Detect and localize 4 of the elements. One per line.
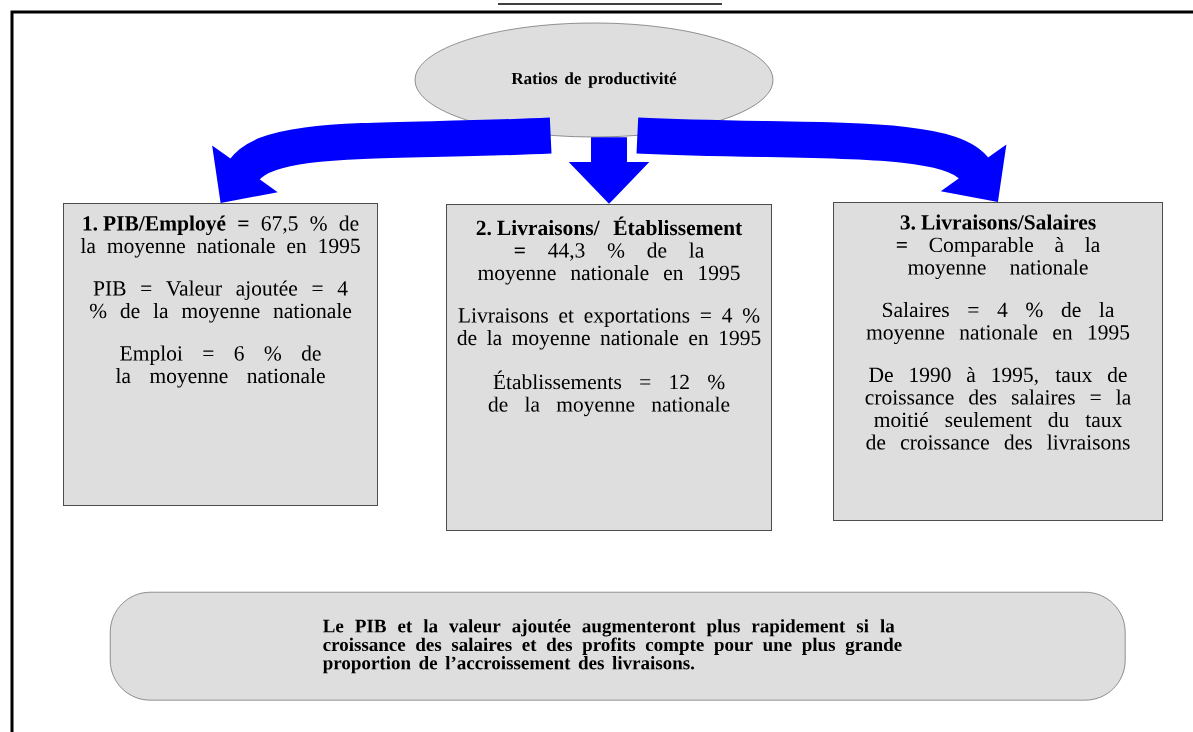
ratio-box: 1. PIB/Employé = 67,5 % de la moyenne nationale en 1995 PIB = Valeur ajoutée = 4 % de la moyenne nationale Emploi = 6 % de la moyenne nationale bbox=[63, 203, 378, 506]
conclusion-box: Le PIB et la valeur ajoutée augmenteront plus rapidement si la croissance des salaires et des profits compte pour une plus grande proportion de l’accroissement des livraisons. bbox=[110, 592, 1126, 701]
ratio-box: 2. Livraisons/ Établissement = 44,3 % de la moyenne nationale en 1995 Livraisons et exportations = 4 % de la moyenne nationale en 1995 Établissements = 12 % de la moyenne nationale bbox=[446, 204, 772, 531]
ratio-box: 3. Livraisons/Salaires = Comparable à la moyenne nationale Salaires = 4 % de la moyenne nationale en 1995 De 1990 à 1995, taux de croissance des salaires = la moitié seulement du taux de croissance des livraisons bbox=[833, 202, 1163, 521]
